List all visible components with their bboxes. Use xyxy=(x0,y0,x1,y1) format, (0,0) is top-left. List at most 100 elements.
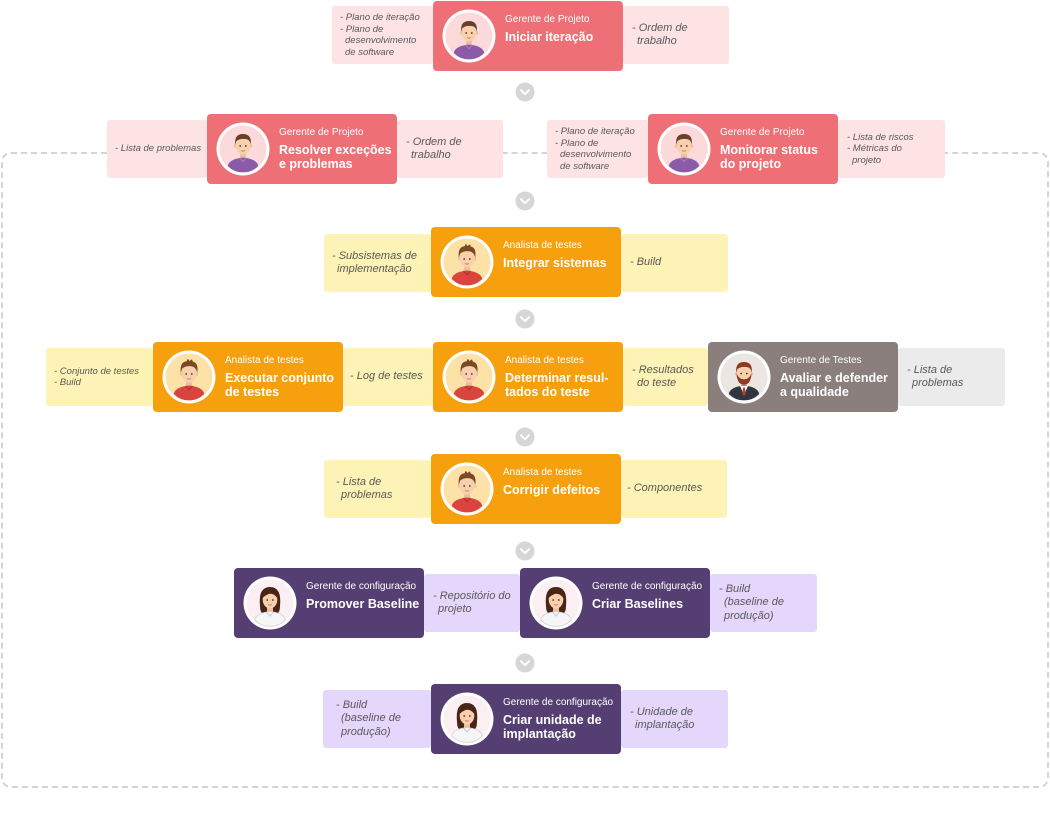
note-line: do teste xyxy=(637,377,677,389)
step-title-line: e problemas xyxy=(279,157,353,171)
step-role: Gerente de Projeto xyxy=(720,127,805,138)
note-line: - Métricas do xyxy=(847,143,902,155)
note-line: implementação xyxy=(337,263,412,275)
note-line: - Lista de problemas xyxy=(115,143,202,155)
chevron-down-icon xyxy=(515,541,535,561)
step-title-line: a qualidade xyxy=(780,385,849,399)
step-title-line: Resolver exceções xyxy=(279,143,392,157)
criar-baselines-outputs: - Build (baseline de produção) xyxy=(710,574,817,632)
step-card-corrigir-defeitos: Analista de testes Corrigir defeitos xyxy=(431,454,621,524)
step-title-line: Avaliar e defender xyxy=(780,371,888,385)
resolver-excecoes-outputs: - Ordem de trabalho xyxy=(397,120,503,178)
test-analyst-avatar-icon xyxy=(441,349,497,405)
step-title-line: Monitorar status xyxy=(720,143,818,157)
step-role: Gerente de Projeto xyxy=(279,127,364,138)
step-role: Gerente de Projeto xyxy=(505,14,590,25)
note-line: - Ordem de xyxy=(406,135,462,148)
config-manager-avatar-icon xyxy=(440,692,494,746)
note-line: desenvolvimento xyxy=(560,149,632,160)
executar-conjunto-outputs: - Log de testes xyxy=(343,348,433,406)
corrigir-defeitos-outputs: - Componentes xyxy=(621,460,727,518)
chevron-down-icon xyxy=(515,191,535,211)
step-title: Resolver exceções e problemas xyxy=(279,143,392,171)
step-title-line: implantação xyxy=(503,727,576,741)
monitorar-status-outputs: - Lista de riscos - Métricas do projeto xyxy=(838,120,945,178)
step-title: Criar unidade de implantação xyxy=(503,713,602,741)
chevron-down-icon xyxy=(515,653,535,673)
note-line: projeto xyxy=(852,154,882,166)
step-title: Criar Baselines xyxy=(592,597,683,611)
test-analyst-avatar-icon xyxy=(439,234,495,290)
step-role: Gerente de configuração xyxy=(503,697,614,708)
criar-unidade-inputs: - Build (baseline de produção) xyxy=(323,690,431,748)
project-manager-avatar-icon xyxy=(215,121,271,177)
criar-unidade-outputs: - Unidade de implantação xyxy=(621,690,728,748)
note-line: - Plano de iteração xyxy=(340,12,420,23)
test-manager-avatar-icon xyxy=(717,350,771,404)
step-title: Monitorar status do projeto xyxy=(720,143,818,171)
step-card-determinar-resultados: Analista de testes Determinar resul- tad… xyxy=(433,342,623,412)
step-title: Executar conjunto de testes xyxy=(225,371,334,399)
note-line: - Conjunto de testes xyxy=(54,365,140,377)
note-line: - Build xyxy=(630,256,662,269)
step-card-criar-baselines: Gerente de configuração Criar Baselines xyxy=(520,568,710,638)
step-card-promover-baseline: Gerente de configuração Promover Baselin… xyxy=(234,568,424,638)
monitorar-status-inputs: - Plano de iteração - Plano de desenvolv… xyxy=(547,120,648,178)
step-title-line: Criar Baselines xyxy=(592,597,684,611)
executar-conjunto-inputs: - Conjunto de testes - Build xyxy=(46,348,153,406)
note-line: desenvolvimento xyxy=(345,35,417,46)
integrar-sistemas-outputs: - Build xyxy=(621,234,728,292)
step-role: Analista de testes xyxy=(503,240,582,251)
step-role: Analista de testes xyxy=(503,467,582,478)
step-card-criar-unidade-implantacao: Gerente de configuração Criar unidade de… xyxy=(431,684,621,754)
note-line: (baseline de xyxy=(724,596,784,609)
note-line: - Unidade de xyxy=(630,705,693,718)
test-analyst-avatar-icon xyxy=(161,349,217,405)
note-line: produção) xyxy=(724,609,774,622)
step-role: Analista de testes xyxy=(505,355,584,366)
chevron-down-icon xyxy=(515,82,535,102)
step-role: Gerente de Testes xyxy=(780,355,862,366)
note-line: - Build xyxy=(54,377,81,388)
note-line: - Repositório do xyxy=(433,589,511,602)
note-line: projeto xyxy=(438,603,472,615)
note-line: produção) xyxy=(341,725,391,738)
step-title: Avaliar e defender a qualidade xyxy=(780,371,888,399)
step-title-line: de testes xyxy=(225,385,280,399)
iniciar-iteracao-inputs: - Plano de iteração - Plano de desenvolv… xyxy=(332,6,433,64)
note-line: - Plano de xyxy=(340,23,384,35)
note-line: (baseline de xyxy=(341,712,401,725)
config-manager-avatar-icon xyxy=(529,576,583,630)
step-title: Iniciar iteração xyxy=(505,30,593,44)
step-title: Corrigir defeitos xyxy=(503,483,600,497)
note-line: - Build xyxy=(336,698,368,711)
note-line: implantação xyxy=(635,719,695,731)
chevron-down-icon xyxy=(515,427,535,447)
step-card-executar-conjunto: Analista de testes Executar conjunto de … xyxy=(153,342,343,412)
iteration-loop-boundary xyxy=(1,152,1049,788)
note-line: - Lista de riscos xyxy=(847,131,914,143)
test-analyst-avatar-icon xyxy=(439,461,495,517)
note-line: de software xyxy=(345,46,395,58)
step-card-iniciar-iteracao: Gerente de Projeto Iniciar iteração xyxy=(433,1,623,71)
config-manager-avatar-icon xyxy=(243,576,297,630)
step-card-avaliar-qualidade: Gerente de Testes Avaliar e defender a q… xyxy=(708,342,898,412)
note-line: problemas xyxy=(912,377,964,389)
note-line: - Plano de xyxy=(555,137,599,149)
step-role: Gerente de configuração xyxy=(592,581,703,592)
step-card-integrar-sistemas: Analista de testes Integrar sistemas xyxy=(431,227,621,297)
integrar-sistemas-inputs: - Subsistemas de implementação xyxy=(324,234,431,292)
note-line: de software xyxy=(560,160,610,172)
step-title-line: Determinar resul- xyxy=(505,371,609,385)
step-role: Analista de testes xyxy=(225,355,304,366)
step-card-resolver-excecoes: Gerente de Projeto Resolver exceções e p… xyxy=(207,114,397,184)
determinar-resultados-outputs: - Resultados do teste xyxy=(623,348,708,406)
note-line: - Lista de xyxy=(907,363,953,376)
step-title-line: Criar unidade de xyxy=(503,713,602,727)
step-title-line: Iniciar iteração xyxy=(505,30,594,44)
note-line: - Ordem de xyxy=(632,21,688,34)
note-line: trabalho xyxy=(411,149,451,161)
note-line: trabalho xyxy=(637,35,677,47)
note-line: - Build xyxy=(719,582,751,595)
project-manager-avatar-icon xyxy=(441,8,497,64)
